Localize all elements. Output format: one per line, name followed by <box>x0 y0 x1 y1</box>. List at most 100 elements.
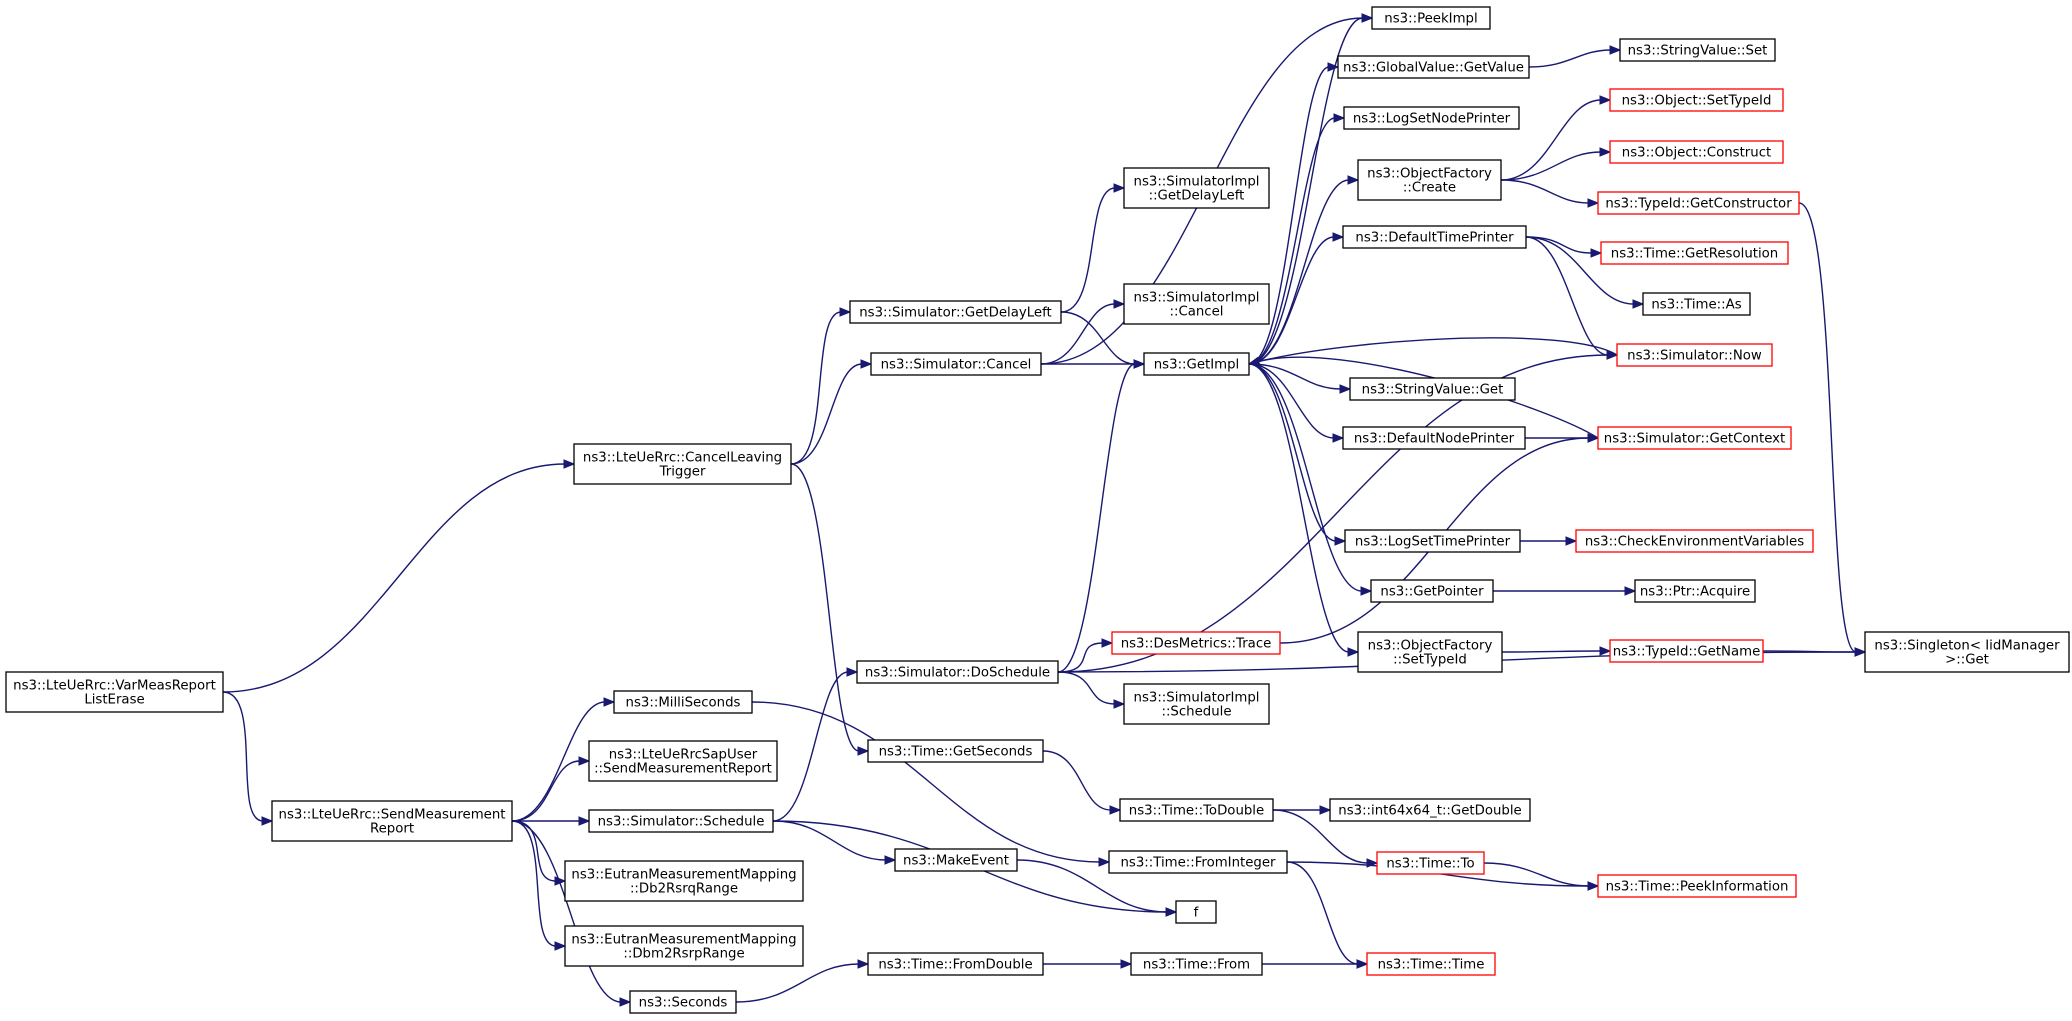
node-box[interactable] <box>867 739 1044 763</box>
node-box[interactable] <box>1597 874 1797 898</box>
node-eutranRsrq[interactable]: ns3::EutranMeasurementMapping::Db2RsrqRa… <box>564 860 804 902</box>
node-box[interactable] <box>1366 952 1496 976</box>
node-box[interactable] <box>870 352 1042 376</box>
node-ptrAcquire[interactable]: ns3::Ptr::Acquire <box>1634 579 1756 603</box>
node-box[interactable] <box>1337 55 1530 79</box>
node-logSetTimePrinter[interactable]: ns3::LogSetTimePrinter <box>1344 529 1521 553</box>
node-objFactorySetTypeId[interactable]: ns3::ObjectFactory::SetTypeId <box>1357 631 1503 673</box>
node-box[interactable] <box>894 848 1018 872</box>
node-eutranRsrp[interactable]: ns3::EutranMeasurementMapping::Dbm2RsrpR… <box>564 925 804 967</box>
node-logSetNodePrinter[interactable]: ns3::LogSetNodePrinter <box>1343 106 1520 130</box>
node-box[interactable] <box>1329 798 1531 822</box>
node-sendMeas[interactable]: ns3::LteUeRrc::SendMeasurementReport <box>271 800 513 842</box>
node-timeFrom[interactable]: ns3::Time::From <box>1130 952 1263 976</box>
node-box[interactable] <box>1376 851 1485 875</box>
node-box[interactable] <box>1619 38 1776 62</box>
node-box[interactable] <box>1616 343 1773 367</box>
node-timeAs[interactable]: ns3::Time::As <box>1642 292 1751 316</box>
node-box[interactable] <box>1123 167 1270 209</box>
node-timeToDouble[interactable]: ns3::Time::ToDouble <box>1119 798 1274 822</box>
node-box[interactable] <box>1108 850 1288 874</box>
node-timeTo[interactable]: ns3::Time::To <box>1376 851 1485 875</box>
node-objConstruct[interactable]: ns3::Object::Construct <box>1609 140 1784 164</box>
node-box[interactable] <box>1342 225 1527 249</box>
node-getPointer[interactable]: ns3::GetPointer <box>1370 579 1494 603</box>
node-box[interactable] <box>5 671 224 713</box>
node-box[interactable] <box>1575 529 1814 553</box>
node-timeGetSeconds[interactable]: ns3::Time::GetSeconds <box>867 739 1044 763</box>
node-doSchedule[interactable]: ns3::Simulator::DoSchedule <box>856 660 1059 684</box>
node-stringValueGet[interactable]: ns3::StringValue::Get <box>1349 377 1516 401</box>
node-box[interactable] <box>1357 159 1502 201</box>
node-desMetricsTrace[interactable]: ns3::DesMetrics::Trace <box>1111 631 1281 655</box>
node-box[interactable] <box>1130 952 1263 976</box>
node-box[interactable] <box>1642 292 1751 316</box>
node-box[interactable] <box>588 809 774 833</box>
node-simCancel[interactable]: ns3::Simulator::Cancel <box>870 352 1042 376</box>
node-getImpl[interactable]: ns3::GetImpl <box>1143 352 1250 376</box>
node-box[interactable] <box>588 740 778 782</box>
node-timePeekInformation[interactable]: ns3::Time::PeekInformation <box>1597 874 1797 898</box>
node-typeIdGetConstructor[interactable]: ns3::TypeId::GetConstructor <box>1597 191 1800 215</box>
node-implCancel[interactable]: ns3::SimulatorImpl::Cancel <box>1123 283 1270 325</box>
node-simGetContext[interactable]: ns3::Simulator::GetContext <box>1597 426 1792 450</box>
node-globalGetValue[interactable]: ns3::GlobalValue::GetValue <box>1337 55 1530 79</box>
node-timeFromDouble[interactable]: ns3::Time::FromDouble <box>867 952 1044 976</box>
node-singletonGet[interactable]: ns3::Singleton< IidManager>::Get <box>1864 631 2070 673</box>
node-simSchedule[interactable]: ns3::Simulator::Schedule <box>588 809 774 833</box>
node-box[interactable] <box>1597 426 1792 450</box>
node-checkEnvVars[interactable]: ns3::CheckEnvironmentVariables <box>1575 529 1814 553</box>
node-box[interactable] <box>1123 283 1270 325</box>
node-defaultNodePrinter[interactable]: ns3::DefaultNodePrinter <box>1342 426 1526 450</box>
node-box[interactable] <box>629 990 737 1014</box>
node-box[interactable] <box>1864 631 2070 673</box>
node-peekImpl[interactable]: ns3::PeekImpl <box>1371 6 1491 30</box>
node-box[interactable] <box>564 925 804 967</box>
node-box[interactable] <box>1342 426 1526 450</box>
node-box[interactable] <box>1143 352 1250 376</box>
node-stringValueSet[interactable]: ns3::StringValue::Set <box>1619 38 1776 62</box>
node-makeEvent[interactable]: ns3::MakeEvent <box>894 848 1018 872</box>
node-box[interactable] <box>1119 798 1274 822</box>
node-box[interactable] <box>849 300 1062 324</box>
node-box[interactable] <box>564 860 804 902</box>
node-box[interactable] <box>856 660 1059 684</box>
node-timeGetResolution[interactable]: ns3::Time::GetResolution <box>1600 241 1789 265</box>
node-box[interactable] <box>271 800 513 842</box>
node-simulatorNow[interactable]: ns3::Simulator::Now <box>1616 343 1773 367</box>
node-defaultTimePrinter[interactable]: ns3::DefaultTimePrinter <box>1342 225 1527 249</box>
node-objFactoryCreate[interactable]: ns3::ObjectFactory::Create <box>1357 159 1502 201</box>
node-box[interactable] <box>613 690 753 714</box>
node-typeIdGetName[interactable]: ns3::TypeId::GetName <box>1609 639 1764 663</box>
node-f[interactable]: f <box>1175 900 1217 924</box>
node-int64GetDouble[interactable]: ns3::int64x64_t::GetDouble <box>1329 798 1531 822</box>
node-box[interactable] <box>1111 631 1281 655</box>
node-box[interactable] <box>1123 683 1270 725</box>
node-box[interactable] <box>867 952 1044 976</box>
node-box[interactable] <box>1357 631 1503 673</box>
node-box[interactable] <box>1344 529 1521 553</box>
node-box[interactable] <box>1609 639 1764 663</box>
node-seconds[interactable]: ns3::Seconds <box>629 990 737 1014</box>
node-box[interactable] <box>1634 579 1756 603</box>
node-milliSeconds[interactable]: ns3::MilliSeconds <box>613 690 753 714</box>
node-box[interactable] <box>1597 191 1800 215</box>
node-timeFromInteger[interactable]: ns3::Time::FromInteger <box>1108 850 1288 874</box>
node-box[interactable] <box>1349 377 1516 401</box>
node-implGetDelayLeft[interactable]: ns3::SimulatorImpl::GetDelayLeft <box>1123 167 1270 209</box>
node-box[interactable] <box>1370 579 1494 603</box>
node-timeTime[interactable]: ns3::Time::Time <box>1366 952 1496 976</box>
node-box[interactable] <box>1600 241 1789 265</box>
node-getDelayLeft[interactable]: ns3::Simulator::GetDelayLeft <box>849 300 1062 324</box>
node-box[interactable] <box>1175 900 1217 924</box>
node-box[interactable] <box>1609 140 1784 164</box>
node-objSetTypeId[interactable]: ns3::Object::SetTypeId <box>1609 88 1784 112</box>
node-box[interactable] <box>1371 6 1491 30</box>
node-box[interactable] <box>573 443 792 485</box>
node-sapUserSend[interactable]: ns3::LteUeRrcSapUser::SendMeasurementRep… <box>588 740 778 782</box>
node-box[interactable] <box>1343 106 1520 130</box>
node-box[interactable] <box>1609 88 1784 112</box>
node-implSchedule[interactable]: ns3::SimulatorImpl::Schedule <box>1123 683 1270 725</box>
